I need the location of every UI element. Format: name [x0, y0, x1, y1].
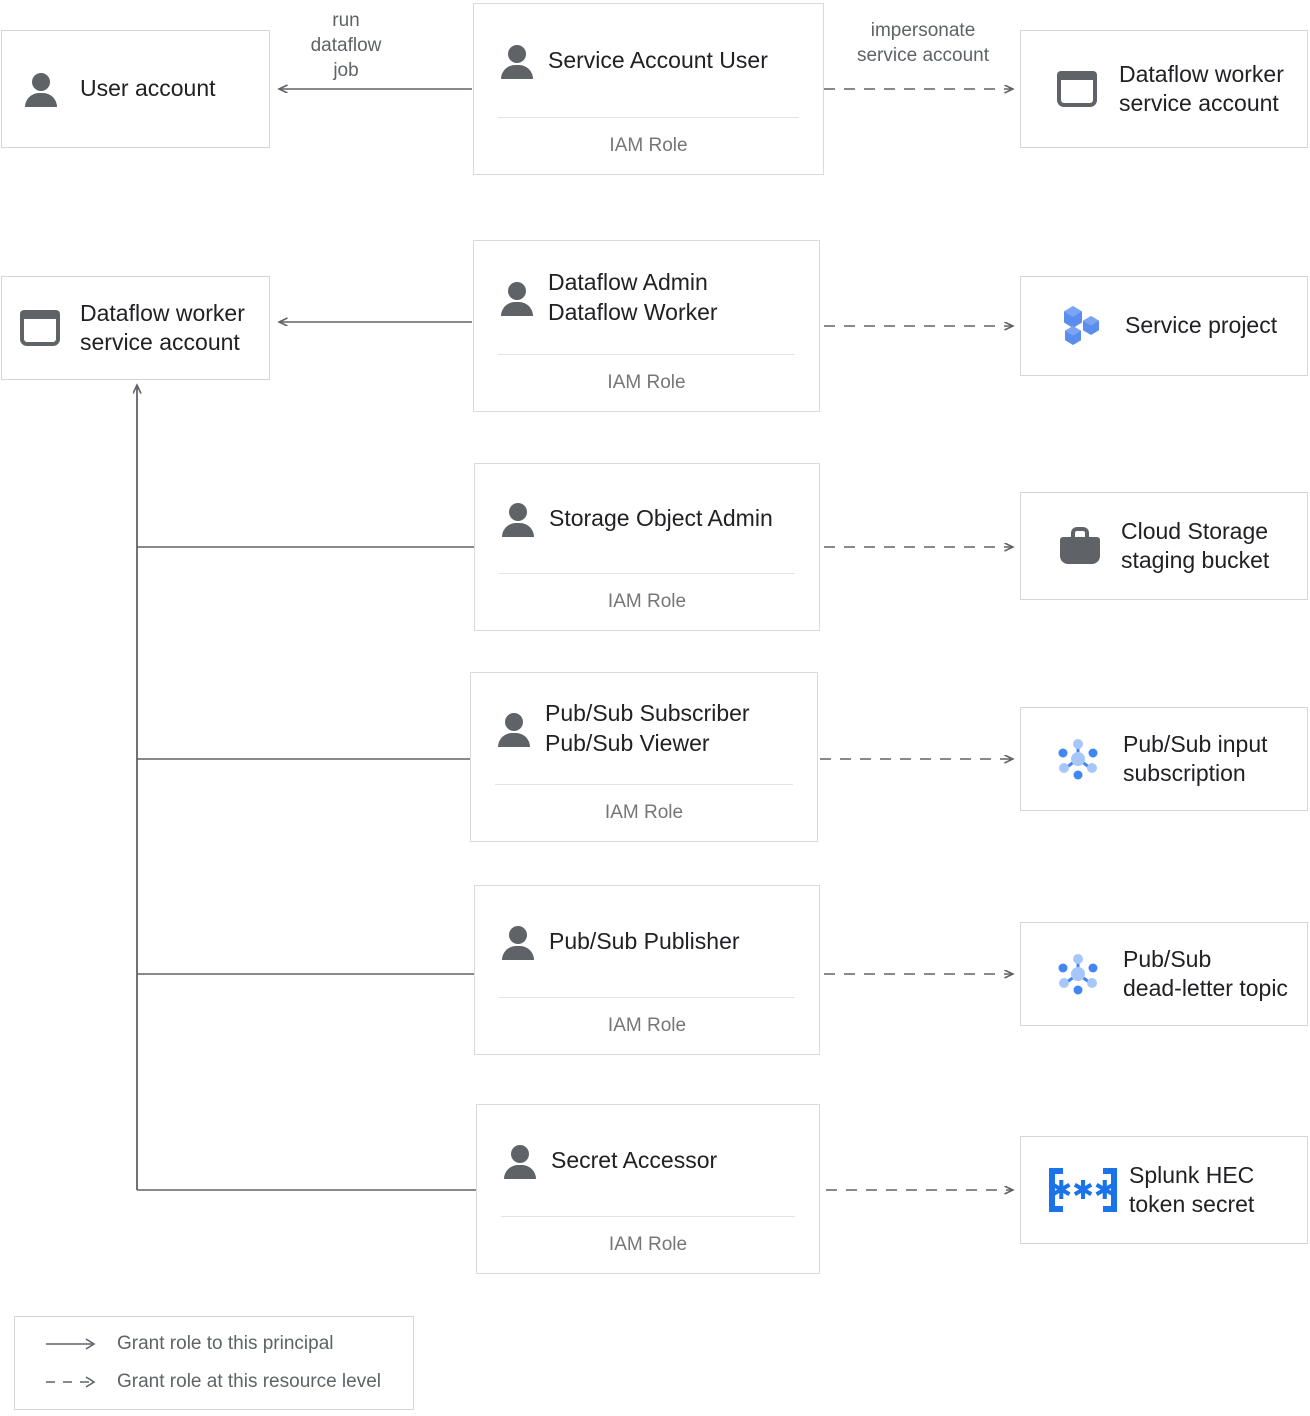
- card-divider: [499, 997, 795, 998]
- principal-dataflow-worker-sa-left-label: Dataflow worker service account: [80, 299, 245, 355]
- role-card-title: Storage Object Admin: [549, 504, 773, 531]
- edge-label-impersonate-service-account: impersonate service account: [856, 20, 989, 67]
- pubsub-icon: [1053, 949, 1103, 999]
- resource-label: Pub/Sub dead-letter topic: [1123, 945, 1288, 1001]
- resource-splunk-hec-token-secret[interactable]: ✱✱✱ Splunk HEC token secret: [1020, 1136, 1308, 1244]
- cloud-storage-bucket-icon: [1059, 527, 1101, 565]
- resource-service-project[interactable]: Service project: [1020, 276, 1308, 376]
- card-divider: [498, 117, 799, 118]
- role-card-title: Secret Accessor: [551, 1146, 718, 1173]
- dashed-arrow-icon: [41, 1375, 103, 1389]
- role-card-title: Pub/Sub Publisher: [549, 927, 740, 954]
- person-icon: [497, 712, 531, 747]
- person-icon: [501, 925, 535, 960]
- legend-item-label: Grant role to this principal: [117, 1333, 334, 1354]
- role-card-title: Pub/Sub Subscriber Pub/Sub Viewer: [545, 699, 750, 756]
- resource-pubsub-dead-letter-topic[interactable]: Pub/Sub dead-letter topic: [1020, 922, 1308, 1026]
- secret-manager-icon: ✱✱✱: [1047, 1167, 1119, 1213]
- role-card-footer: IAM Role: [607, 1015, 687, 1036]
- principal-user-account[interactable]: User account: [1, 30, 270, 148]
- role-card-dataflow-admin-worker[interactable]: Dataflow Admin Dataflow Worker IAM Role: [473, 240, 820, 412]
- resource-label: Dataflow worker service account: [1119, 60, 1284, 116]
- card-divider: [499, 573, 795, 574]
- pubsub-icon: [1053, 734, 1103, 784]
- resource-pubsub-input-subscription[interactable]: Pub/Sub input subscription: [1020, 707, 1308, 811]
- role-card-pubsub-publisher[interactable]: Pub/Sub Publisher IAM Role: [474, 885, 820, 1055]
- person-icon: [500, 44, 534, 79]
- resource-cloud-storage-staging-bucket[interactable]: Cloud Storage staging bucket: [1020, 492, 1308, 600]
- resource-dataflow-worker-service-account[interactable]: Dataflow worker service account: [1020, 30, 1308, 148]
- resource-label: Service project: [1125, 312, 1278, 339]
- service-account-icon: [1057, 71, 1097, 107]
- principal-dataflow-worker-service-account-left[interactable]: Dataflow worker service account: [1, 276, 270, 380]
- person-icon: [503, 1144, 537, 1179]
- legend-item-grant-role-to-principal: Grant role to this principal: [41, 1325, 413, 1363]
- service-account-icon: [20, 310, 60, 346]
- role-card-footer: IAM Role: [604, 802, 684, 823]
- role-card-service-account-user[interactable]: Service Account User IAM Role: [473, 3, 824, 175]
- role-card-secret-accessor[interactable]: Secret Accessor IAM Role: [476, 1104, 820, 1274]
- resource-label: Pub/Sub input subscription: [1123, 730, 1268, 786]
- person-icon: [500, 281, 534, 316]
- solid-arrow-icon: [41, 1337, 103, 1351]
- role-card-footer: IAM Role: [608, 1234, 688, 1255]
- card-divider: [498, 354, 795, 355]
- resource-label: Splunk HEC token secret: [1129, 1161, 1255, 1217]
- role-card-pubsub-subscriber-viewer[interactable]: Pub/Sub Subscriber Pub/Sub Viewer IAM Ro…: [470, 672, 818, 842]
- card-divider: [501, 1216, 795, 1217]
- role-card-footer: IAM Role: [607, 591, 687, 612]
- role-card-title: Service Account User: [548, 46, 768, 73]
- edge-label-run-dataflow-job: run dataflow job: [310, 10, 382, 82]
- role-card-title: Dataflow Admin Dataflow Worker: [548, 268, 718, 325]
- project-hexagons-icon: [1057, 303, 1103, 349]
- person-icon: [501, 502, 535, 537]
- role-card-storage-object-admin[interactable]: Storage Object Admin IAM Role: [474, 463, 820, 631]
- card-divider: [495, 784, 793, 785]
- person-icon: [24, 72, 58, 107]
- svg-text:✱✱✱: ✱✱✱: [1050, 1175, 1115, 1205]
- legend-item-label: Grant role at this resource level: [117, 1371, 382, 1392]
- legend: Grant role to this principal Grant role …: [14, 1316, 414, 1410]
- principal-user-account-label: User account: [80, 75, 216, 102]
- role-card-footer: IAM Role: [607, 372, 686, 393]
- resource-label: Cloud Storage staging bucket: [1121, 517, 1270, 573]
- role-card-footer: IAM Role: [609, 135, 688, 156]
- legend-item-grant-role-at-resource-level: Grant role at this resource level: [41, 1363, 413, 1401]
